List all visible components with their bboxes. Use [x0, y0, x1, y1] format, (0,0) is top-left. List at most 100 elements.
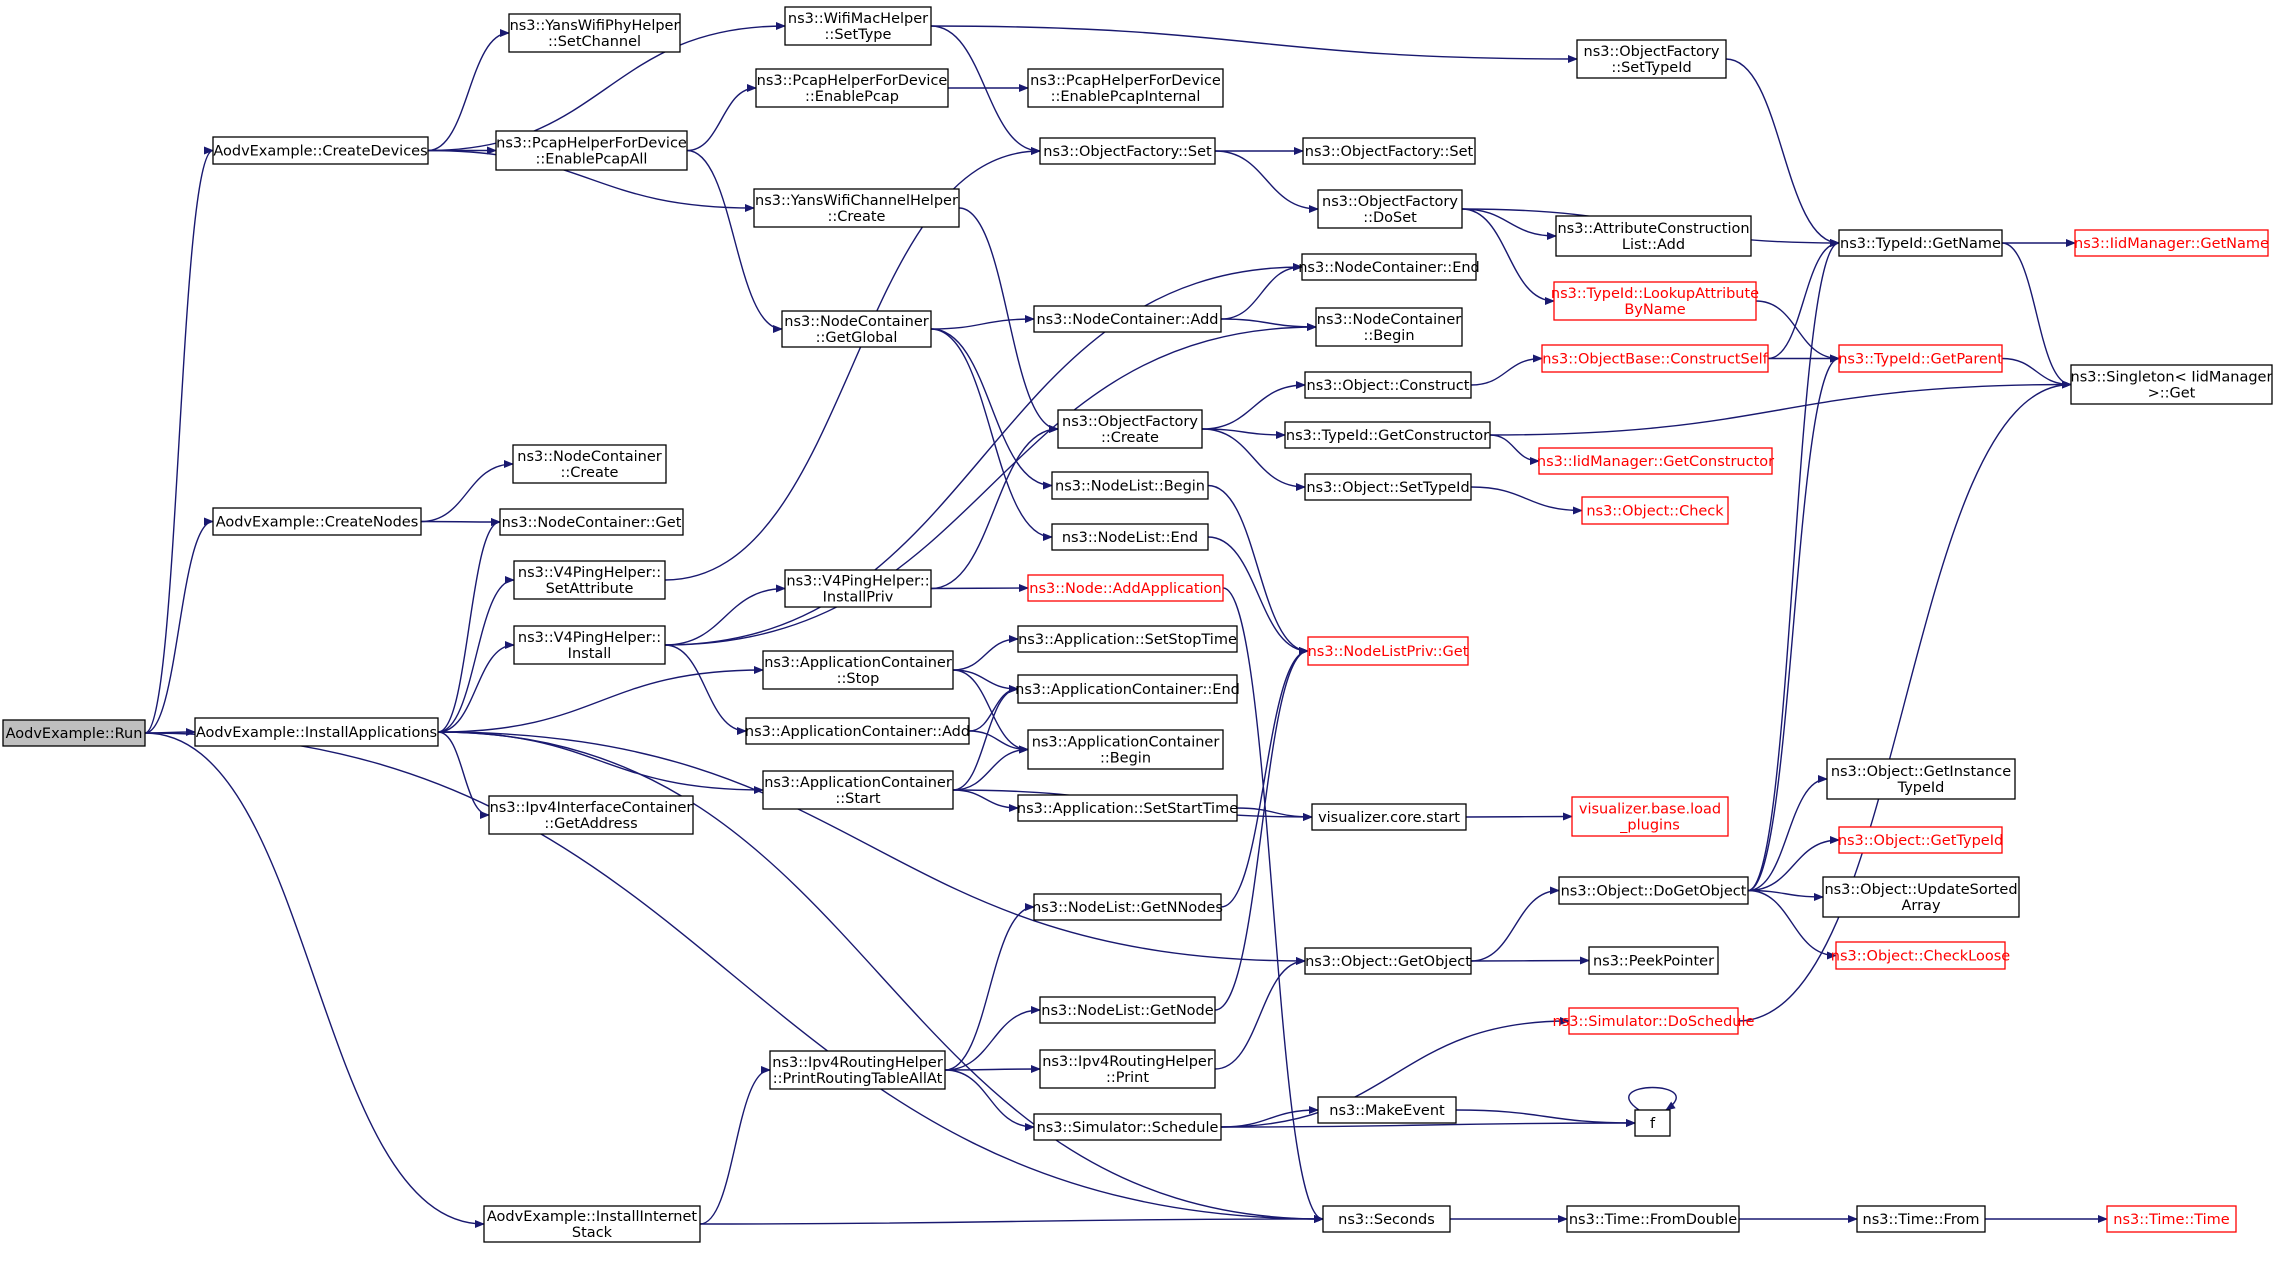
- node-f[interactable]: f: [1634, 1109, 1671, 1137]
- node-box-appSetStop: [1017, 625, 1238, 653]
- node-ofCreate[interactable]: ns3::ObjectFactory::Create: [1057, 409, 1203, 449]
- node-simSchedule[interactable]: ns3::Simulator::Schedule: [1033, 1113, 1222, 1141]
- node-box-yansChannelCreate: [753, 188, 960, 228]
- edge-ofSetTypeId-to-tidGetName: [1725, 58, 1840, 247]
- node-installApps[interactable]: AodvExample::InstallApplications: [194, 717, 439, 747]
- node-timeTime[interactable]: ns3::Time::Time: [2106, 1205, 2237, 1233]
- node-label-simSchedule-line-0: ns3::Simulator::Schedule: [1037, 1120, 1219, 1136]
- node-pcapEnableInternal[interactable]: ns3::PcapHelperForDevice::EnablePcapInte…: [1027, 68, 1224, 108]
- node-nodeAddApp[interactable]: ns3::Node::AddApplication: [1027, 574, 1224, 602]
- node-yansChannelCreate[interactable]: ns3::YansWifiChannelHelper::Create: [753, 188, 960, 228]
- node-ofDoSet[interactable]: ns3::ObjectFactory::DoSet: [1317, 189, 1463, 229]
- node-label-ofSetTypeId-line-0: ns3::ObjectFactory: [1584, 44, 1720, 60]
- node-objBaseConstruct[interactable]: ns3::ObjectBase::ConstructSelf: [1541, 344, 1769, 373]
- node-appcStart[interactable]: ns3::ApplicationContainer::Start: [762, 770, 954, 810]
- node-label-objCheck-line-0: ns3::Object::Check: [1586, 504, 1724, 520]
- edge-ipv4PrintAll-to-simSchedule: [944, 1069, 1035, 1131]
- node-makeEvent[interactable]: ns3::MakeEvent: [1317, 1096, 1457, 1124]
- node-ncEnd[interactable]: ns3::NodeContainer::End: [1298, 253, 1480, 281]
- node-box-ncBegin: [1315, 307, 1463, 347]
- node-v4Install[interactable]: ns3::V4PingHelper::Install: [513, 625, 666, 665]
- node-label-ofDoSet-line-0: ns3::ObjectFactory: [1322, 194, 1458, 210]
- node-ipv4Print[interactable]: ns3::Ipv4RoutingHelper::Print: [1039, 1049, 1216, 1089]
- node-timeFrom[interactable]: ns3::Time::From: [1856, 1205, 1986, 1233]
- node-box-objDoGetObject: [1558, 876, 1749, 905]
- node-iidGetCtor[interactable]: ns3::IidManager::GetConstructor: [1537, 447, 1774, 475]
- node-objCheckLoose[interactable]: ns3::Object::CheckLoose: [1831, 941, 2010, 970]
- edge-objDoGetObject-to-tidGetParent: [1747, 354, 1840, 892]
- node-pcapEnableAll[interactable]: ns3::PcapHelperForDevice::EnablePcapAll: [495, 130, 688, 171]
- node-iidGetName[interactable]: ns3::IidManager::GetName: [2074, 229, 2269, 257]
- node-objSetTypeId[interactable]: ns3::Object::SetTypeId: [1304, 473, 1472, 501]
- node-run[interactable]: AodvExample::Run: [2, 719, 146, 747]
- node-box-ofSet2: [1302, 137, 1476, 165]
- node-createNodes[interactable]: AodvExample::CreateNodes: [212, 507, 422, 536]
- node-appcAdd[interactable]: ns3::ApplicationContainer::Add: [745, 717, 970, 745]
- node-appcBegin[interactable]: ns3::ApplicationContainer::Begin: [1027, 729, 1224, 770]
- node-singletonGet[interactable]: ns3::Singleton< IidManager >::Get: [2070, 364, 2273, 405]
- node-v4InstallPriv[interactable]: ns3::V4PingHelper::InstallPriv: [784, 569, 932, 608]
- node-ofSetTypeId[interactable]: ns3::ObjectFactory::SetTypeId: [1576, 39, 1727, 79]
- node-ipv4PrintAll[interactable]: ns3::Ipv4RoutingHelper::PrintRoutingTabl…: [769, 1050, 946, 1090]
- node-yansPhySetChannel[interactable]: ns3::YansWifiPhyHelper::SetChannel: [508, 13, 681, 53]
- node-nlBegin[interactable]: ns3::NodeList::Begin: [1051, 471, 1209, 500]
- node-createDevices[interactable]: AodvExample::CreateDevices: [212, 136, 429, 165]
- node-simDoSchedule[interactable]: ns3::Simulator::DoSchedule: [1553, 1007, 1755, 1035]
- node-objCheck[interactable]: ns3::Object::Check: [1581, 496, 1729, 525]
- node-label-ipv4Print-line-1: ::Print: [1106, 1070, 1149, 1086]
- edge-ncGetGlobal-to-nlEnd: [930, 328, 1053, 541]
- node-v4SetAttr[interactable]: ns3::V4PingHelper::SetAttribute: [513, 560, 666, 600]
- edge-appcStart-to-appcEnd: [952, 685, 1019, 791]
- edge-objBaseConstruct-to-tidGetName: [1767, 239, 1840, 360]
- node-wifiMacSetType[interactable]: ns3::WifiMacHelper::SetType: [784, 6, 932, 46]
- node-pcapEnable[interactable]: ns3::PcapHelperForDevice::EnablePcap: [755, 68, 949, 108]
- node-appSetStart[interactable]: ns3::Application::SetStartTime: [1017, 794, 1238, 822]
- node-vizLoadPlugins[interactable]: visualizer.base.load_plugins: [1571, 796, 1729, 837]
- node-label-nlBegin-line-0: ns3::NodeList::Begin: [1055, 479, 1205, 495]
- node-ipv4GetAddress[interactable]: ns3::Ipv4InterfaceContainer::GetAddress: [488, 795, 694, 835]
- node-tidGetParent[interactable]: ns3::TypeId::GetParent: [1838, 344, 2003, 373]
- node-box-v4InstallPriv: [784, 569, 932, 608]
- node-appcStop[interactable]: ns3::ApplicationContainer::Stop: [762, 650, 954, 690]
- node-ncCreate[interactable]: ns3::NodeContainer::Create: [512, 444, 667, 484]
- node-appSetStop[interactable]: ns3::Application::SetStopTime: [1017, 625, 1238, 653]
- node-timeFromDouble[interactable]: ns3::Time::FromDouble: [1566, 1205, 1740, 1233]
- node-label-appcStart-line-0: ns3::ApplicationContainer: [764, 775, 952, 791]
- node-nlPrivGet[interactable]: ns3::NodeListPriv::Get: [1307, 636, 1469, 666]
- node-appcEnd[interactable]: ns3::ApplicationContainer::End: [1015, 674, 1240, 704]
- node-nlGetNode[interactable]: ns3::NodeList::GetNode: [1039, 996, 1216, 1024]
- node-objGetObject[interactable]: ns3::Object::GetObject: [1304, 947, 1472, 975]
- node-objConstruct[interactable]: ns3::Object::Construct: [1304, 371, 1472, 399]
- node-nlEnd[interactable]: ns3::NodeList::End: [1051, 523, 1209, 551]
- node-ncGet[interactable]: ns3::NodeContainer::Get: [499, 508, 684, 536]
- node-label-appcStop-line-1: ::Stop: [837, 671, 880, 687]
- node-tidGetCtor[interactable]: ns3::TypeId::GetConstructor: [1284, 421, 1491, 449]
- edge-objConstruct-to-objBaseConstruct: [1470, 354, 1543, 386]
- node-ncBegin[interactable]: ns3::NodeContainer::Begin: [1315, 307, 1463, 347]
- node-box-ofDoSet: [1317, 189, 1463, 229]
- node-ncGetGlobal[interactable]: ns3::NodeContainer::GetGlobal: [781, 310, 932, 348]
- node-label-ipv4PrintAll-line-0: ns3::Ipv4RoutingHelper: [772, 1055, 943, 1071]
- node-nlGetNNodes[interactable]: ns3::NodeList::GetNNodes: [1032, 893, 1223, 921]
- node-box-objCheck: [1581, 496, 1729, 525]
- node-objGetTypeId[interactable]: ns3::Object::GetTypeId: [1838, 826, 2003, 854]
- node-label-tidLookupAttr-line-0: ns3::TypeId::LookupAttribute: [1551, 286, 1759, 302]
- edge-nodeAddApp-to-seconds: [1222, 587, 1324, 1223]
- node-objDoGetObject[interactable]: ns3::Object::DoGetObject: [1558, 876, 1749, 905]
- node-peekPointer[interactable]: ns3::PeekPointer: [1588, 946, 1719, 975]
- node-box-makeEvent: [1317, 1096, 1457, 1124]
- node-ofSet[interactable]: ns3::ObjectFactory::Set: [1039, 137, 1216, 165]
- node-vizStart[interactable]: visualizer.core.start: [1311, 803, 1467, 831]
- node-ofSet2[interactable]: ns3::ObjectFactory::Set: [1302, 137, 1476, 165]
- node-tidGetName[interactable]: ns3::TypeId::GetName: [1838, 229, 2003, 257]
- node-label-vizStart-line-0: visualizer.core.start: [1318, 810, 1460, 826]
- node-seconds[interactable]: ns3::Seconds: [1322, 1205, 1451, 1233]
- node-ncAdd[interactable]: ns3::NodeContainer::Add: [1033, 305, 1222, 333]
- node-box-ncGet: [499, 508, 684, 536]
